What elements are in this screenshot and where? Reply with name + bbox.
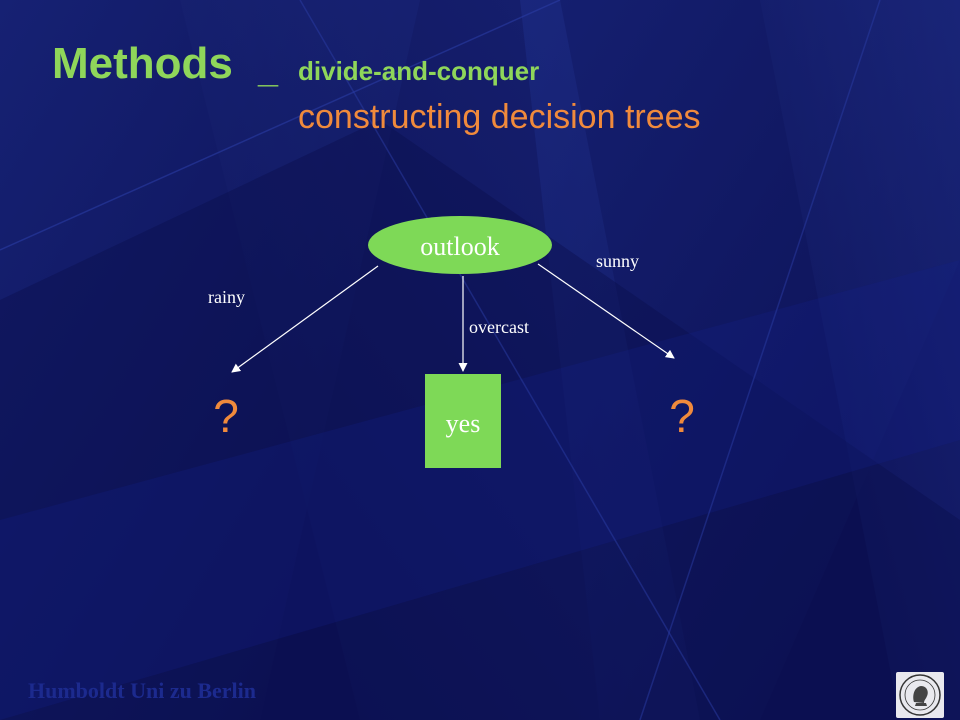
leaf-node-yes: yes <box>425 374 501 468</box>
slide-subtitle-line2: constructing decision trees <box>298 98 701 136</box>
root-node: outlook <box>368 216 552 274</box>
root-node-label: outlook <box>420 232 499 261</box>
footer-institution: Humboldt Uni zu Berlin <box>28 678 256 703</box>
edge-label-rainy: rainy <box>208 287 245 307</box>
slide-subtitle: divide-and-conquer <box>298 56 540 86</box>
unknown-child-rainy: ? <box>213 390 239 442</box>
leaf-node-label: yes <box>446 409 481 438</box>
edge-sunny <box>537 263 675 359</box>
university-seal-icon <box>896 672 944 718</box>
title-separator: _ <box>258 49 279 90</box>
unknown-child-sunny: ? <box>669 390 695 442</box>
slide-title: Methods <box>52 39 233 88</box>
edge-rainy <box>231 265 379 373</box>
edge-label-overcast: overcast <box>469 317 529 337</box>
edge-label-sunny: sunny <box>596 251 639 271</box>
